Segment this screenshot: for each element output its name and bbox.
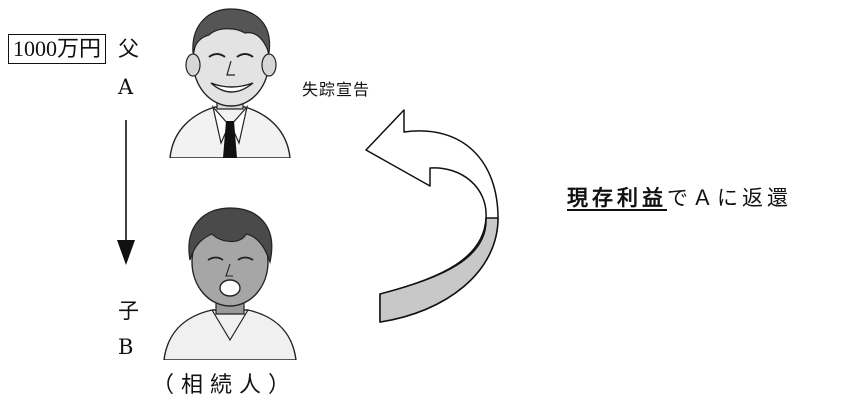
child-name-label: B — [118, 335, 134, 359]
father-portrait-icon — [169, 8, 291, 158]
curved-return-arrow-icon — [365, 109, 499, 323]
son-portrait-icon — [163, 207, 297, 360]
return-note-rest: でＡに返還 — [667, 186, 792, 210]
missing-declaration-label: 失踪宣告 — [302, 80, 371, 99]
return-note: 現存利益でＡに返還 — [567, 182, 792, 212]
heir-label: （相続人） — [152, 373, 298, 398]
father-name-label: A — [118, 75, 134, 99]
child-relation-label: 子 — [118, 299, 139, 323]
father-relation-label: 父 — [118, 37, 139, 61]
down-arrow-icon — [117, 120, 135, 265]
inheritance-amount-box: 1000万円 — [8, 34, 107, 64]
current-profit-emphasis: 現存利益 — [567, 186, 667, 210]
